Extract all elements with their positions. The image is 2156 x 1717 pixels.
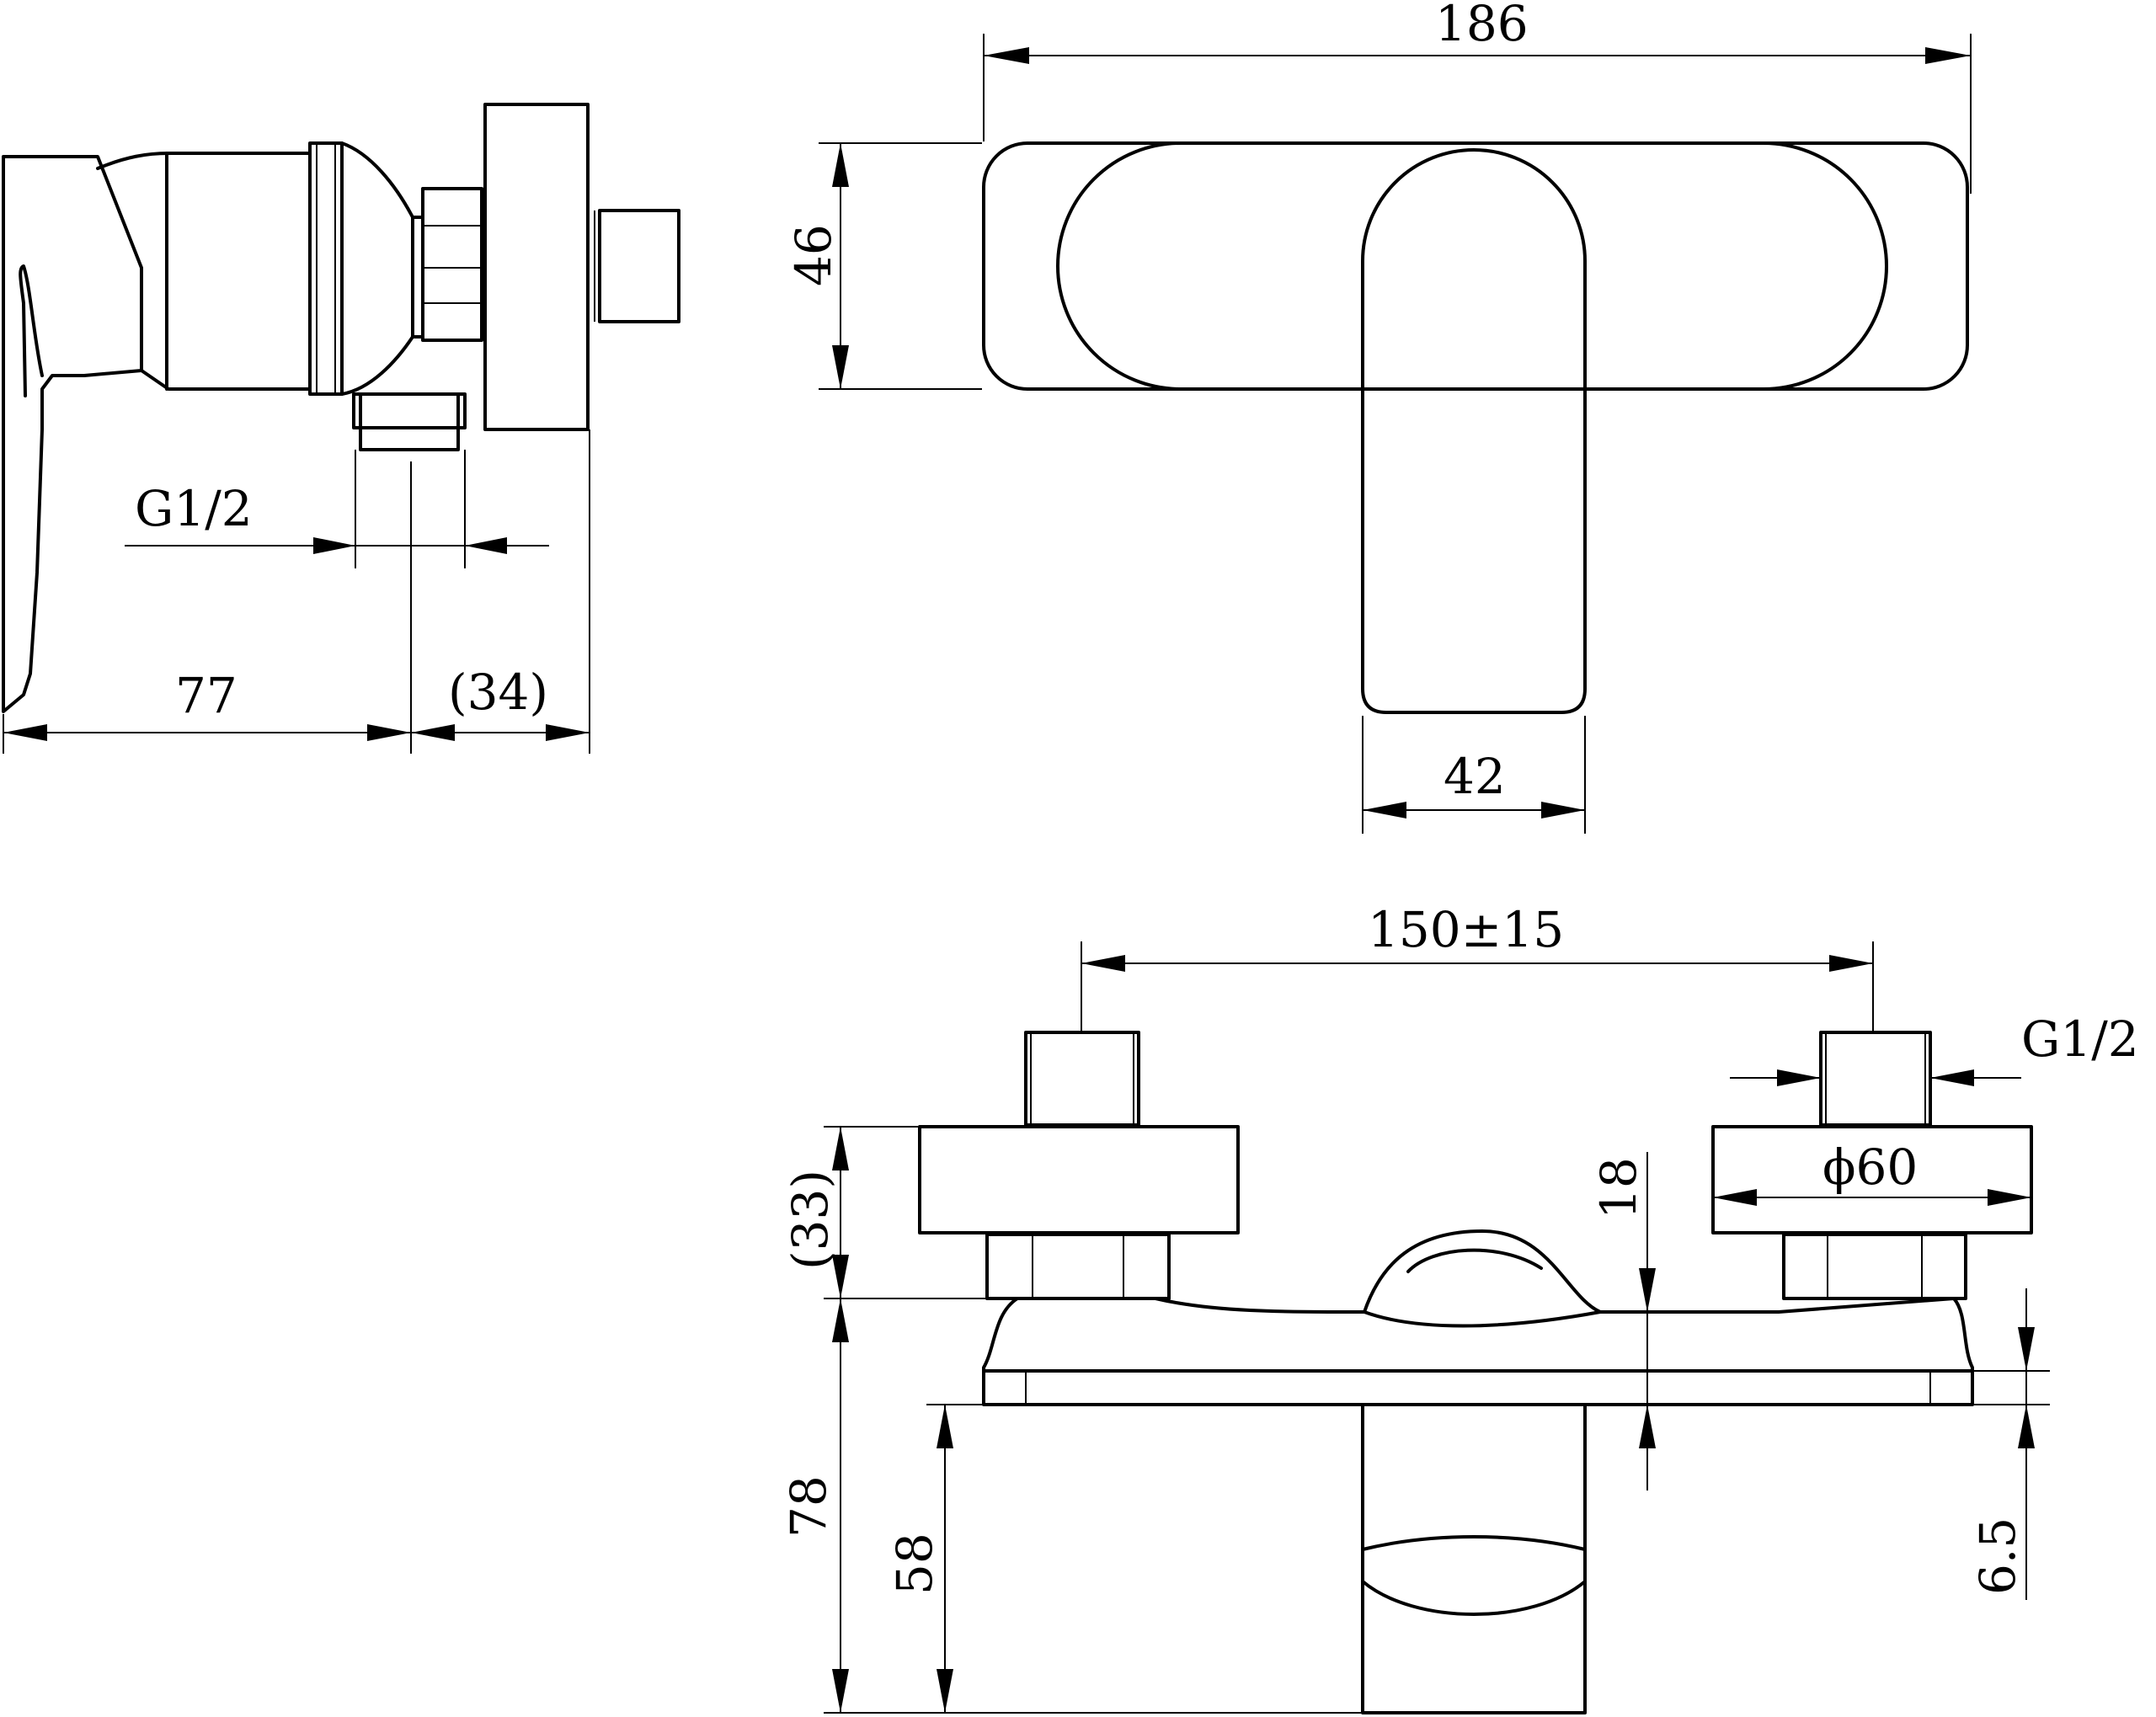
side-depth-label: 77 [175,667,237,724]
side-depth-ref-label: (34) [448,664,548,721]
side-flange [483,103,590,431]
side-neck [340,141,414,396]
front-plate-thickness-label: 6.5 [1969,1517,2026,1595]
top-height-label: 46 [785,224,842,286]
side-nut [421,187,483,342]
front-center-distance-label: 150±15 [1368,901,1564,958]
front-outlet [1361,1403,1587,1714]
side-inlet-pipe [598,209,680,323]
side-inlet-thread-label: G1/2 [135,480,253,537]
front-left-nut [985,1233,1171,1300]
top-body [982,141,1969,391]
side-outlet [352,392,467,429]
top-width-label: 186 [1435,0,1529,52]
top-right-flange [1762,141,1888,391]
front-inlet-thread-label: G1/2 [2021,1010,2139,1068]
side-view: G1/2 77 (34) [2,103,680,754]
top-lever [1361,148,1587,391]
top-left-flange [1056,141,1182,391]
top-lever-shank [1361,387,1587,714]
top-view: 186 46 42 [785,0,1972,834]
front-left-flange [918,1125,1240,1234]
front-flange-depth-label: (33) [782,1170,839,1270]
front-outlet-height-label: 18 [1590,1157,1647,1219]
front-outlet-to-body-label: 58 [886,1533,943,1595]
front-flange-diameter-label: ϕ60 [1822,1138,1918,1196]
front-body [982,1229,1974,1406]
front-right-nut [1782,1233,1967,1300]
side-ring [308,141,344,396]
side-lever-inner [19,264,44,397]
side-lever [2,155,143,713]
front-view: 150±15 G1/2 ϕ60 (33) 18 78 [780,901,2139,1714]
front-overall-height-label: 78 [780,1475,837,1538]
front-right-inlet [1819,1031,1932,1127]
top-lever-width-label: 42 [1444,748,1506,805]
front-left-inlet [1024,1031,1140,1127]
side-body [96,152,312,391]
